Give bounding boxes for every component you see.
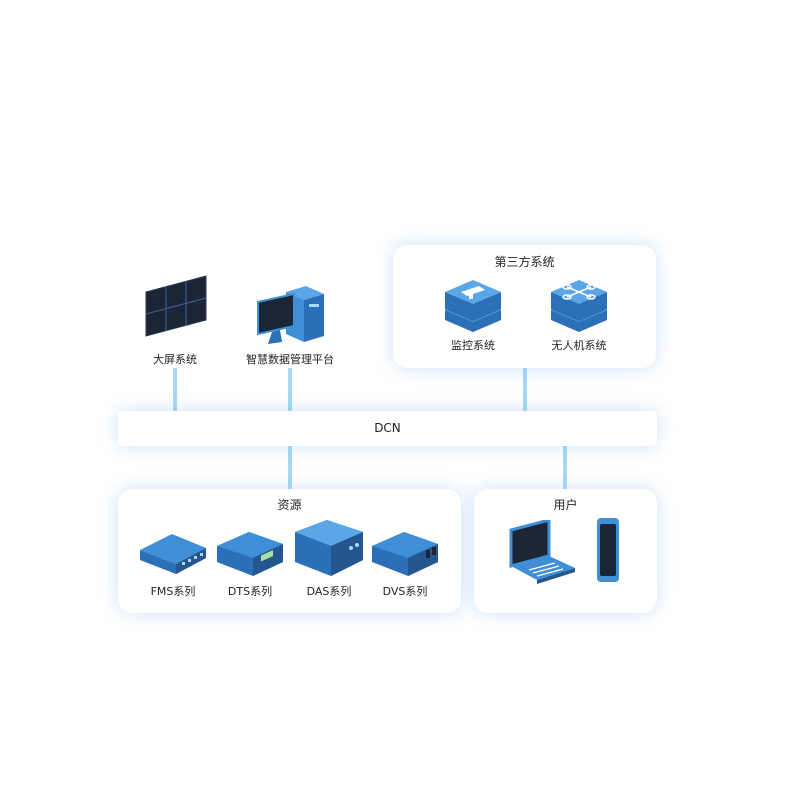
das-device-icon bbox=[293, 518, 365, 580]
dts-device-icon bbox=[215, 526, 285, 580]
dvs-device-icon bbox=[370, 526, 440, 580]
video-wall-icon bbox=[140, 274, 210, 344]
computer-icon bbox=[254, 284, 326, 348]
users-title: 用户 bbox=[474, 496, 657, 513]
big-screen-label: 大屏系统 bbox=[140, 351, 210, 367]
drone-label: 无人机系统 bbox=[539, 337, 619, 353]
fms-label: FMS系列 bbox=[138, 583, 208, 599]
connector-platform-dcn bbox=[288, 368, 292, 412]
monitor-label: 监控系统 bbox=[433, 337, 513, 353]
connector-dcn-resources bbox=[288, 446, 292, 490]
connector-thirdparty-dcn bbox=[523, 368, 527, 412]
resources-title: 资源 bbox=[118, 496, 461, 513]
laptop-icon bbox=[505, 520, 577, 584]
dts-label: DTS系列 bbox=[215, 583, 285, 599]
phone-icon bbox=[593, 516, 623, 584]
dvs-label: DVS系列 bbox=[370, 583, 440, 599]
fms-device-icon bbox=[138, 528, 208, 578]
connector-dcn-users bbox=[563, 446, 567, 490]
das-label: DAS系列 bbox=[293, 583, 365, 599]
drone-server-icon bbox=[549, 280, 609, 334]
dcn-label: DCN bbox=[118, 421, 657, 435]
camera-server-icon bbox=[443, 280, 503, 334]
connector-bigscreen-dcn bbox=[173, 368, 177, 412]
platform-label: 智慧数据管理平台 bbox=[236, 351, 344, 367]
third-party-title: 第三方系统 bbox=[393, 253, 656, 270]
